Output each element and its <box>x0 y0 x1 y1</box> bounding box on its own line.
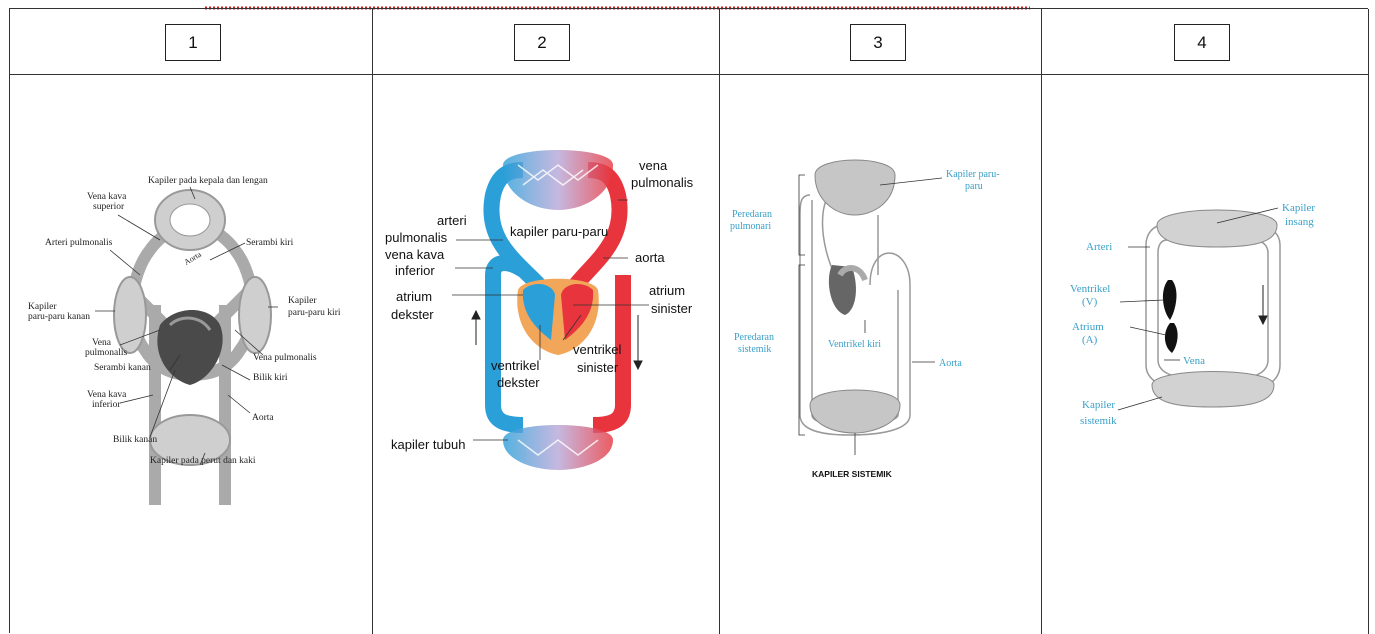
label-peredaran-pulmonari-1: Peredaran <box>732 209 772 220</box>
capillary-lung-left <box>239 277 271 353</box>
label-peredaran-sistemik-1: Peredaran <box>734 332 774 343</box>
label-ventrikel-dekster-1: ventrikel <box>491 358 540 373</box>
label-vena: Vena <box>1183 355 1205 367</box>
label-atrium-sinister-1: atrium <box>649 283 685 298</box>
systemic-capillary-network <box>810 390 900 433</box>
label-vena-kava-superior-2: superior <box>93 202 125 212</box>
label-bilik-kanan: Bilik kanan <box>113 435 157 445</box>
label-atrium-1: Atrium <box>1072 321 1104 333</box>
label-aorta-bottom: Aorta <box>252 413 274 423</box>
label-arteri: Arteri <box>1086 241 1112 253</box>
panel-4-number: 4 <box>1174 24 1230 61</box>
label-ventrikel-kiri: Ventrikel kiri <box>828 339 881 350</box>
gill-capillary-network <box>1157 210 1277 247</box>
panel-1-number: 1 <box>165 24 221 61</box>
label-kapiler-paru: kapiler paru-paru <box>510 224 608 239</box>
label-aorta: aorta <box>635 250 665 265</box>
panel-2-header: 2 <box>373 9 719 75</box>
label-ventrikel-1: Ventrikel <box>1070 283 1110 295</box>
panel-4: 4 Kapiler <box>1042 9 1369 634</box>
label-vena-kava-inferior-1: Vena kava <box>87 390 127 400</box>
panel-4-header: 4 <box>1042 9 1368 75</box>
label-atrium-dekster-2: dekster <box>391 307 434 322</box>
label-kapiler-paru-1: Kapiler paru- <box>946 169 1000 180</box>
label-serambi-kiri: Serambi kiri <box>246 238 294 248</box>
label-kapiler-tubuh: kapiler tubuh <box>391 437 465 452</box>
label-ventrikel-2: (V) <box>1082 296 1098 308</box>
label-vena-kava-inferior-2: inferior <box>395 263 435 278</box>
panel-3-header: 3 <box>720 9 1041 75</box>
label-atrium-dekster-1: atrium <box>396 289 432 304</box>
label-ventrikel-sinister-1: ventrikel <box>573 342 622 357</box>
label-arteri-pulmonalis-2: pulmonalis <box>385 230 448 245</box>
label-vena-pulmonalis-2: pulmonalis <box>631 175 694 190</box>
label-kapiler-kepala: Kapiler pada kepala dan lengan <box>148 176 268 186</box>
label-arteri-pulmonalis-1: arteri <box>437 213 467 228</box>
panel-2: 2 <box>373 9 720 634</box>
label-vena-pulmonalis-left-1: Vena <box>92 338 112 348</box>
panel-3-diagram: Kapiler paru- paru Peredaran pulmonari P… <box>720 75 1041 633</box>
panel-3: 3 Kapiler paru- paru <box>720 9 1042 634</box>
panel-3-number: 3 <box>850 24 906 61</box>
label-kapiler-paru-kanan-1: Kapiler <box>28 302 57 312</box>
label-vena-kava-inferior-2: inferior <box>92 399 121 410</box>
label-ventrikel-dekster-2: dekster <box>497 375 540 390</box>
label-kapiler-sistemik: KAPILER SISTEMIK <box>812 469 893 479</box>
panel-4-flow-arrows <box>1259 285 1267 324</box>
label-kapiler-insang-1: Kapiler <box>1282 202 1315 214</box>
label-kapiler-paru-kiri-2: paru-paru kiri <box>288 308 341 318</box>
lung-capillary-bed <box>503 150 613 210</box>
panel-1: 1 <box>10 9 373 634</box>
fish-ventricle <box>1163 280 1177 320</box>
systemic-capillary-network <box>1152 372 1274 408</box>
label-arteri-pulmonalis: Arteri pulmonalis <box>45 238 113 248</box>
label-kapiler-sistemik-1: Kapiler <box>1082 399 1115 411</box>
label-peredaran-sistemik-2: sistemik <box>738 344 771 355</box>
label-bilik-kiri: Bilik kiri <box>253 373 288 383</box>
label-vena-pulmonalis-right: Vena pulmonalis <box>253 353 317 363</box>
label-vena-kava-inferior-1: vena kava <box>385 247 445 262</box>
leader-atrium <box>1130 327 1166 335</box>
lung-capillary-network <box>815 160 895 215</box>
capillary-head-inner <box>170 204 210 236</box>
label-kapiler-perut: Kapiler pada perut dan kaki <box>150 456 256 466</box>
panel-4-diagram: Kapiler insang Arteri Ventrikel (V) Atri… <box>1042 75 1368 633</box>
label-aorta: Aorta <box>939 358 962 369</box>
panel-1-header: 1 <box>10 9 372 75</box>
label-kapiler-paru-kanan-2: paru-paru kanan <box>28 312 90 322</box>
label-atrium-2: (A) <box>1082 334 1098 346</box>
label-ventrikel-sinister-2: sinister <box>577 360 619 375</box>
panel-2-diagram: vena pulmonalis arteri pulmonalis kapile… <box>373 75 719 633</box>
label-serambi-kanan: Serambi kanan <box>94 363 151 373</box>
label-aorta-top: Aorta <box>183 250 204 267</box>
label-vena-pulmonalis-1: vena <box>639 158 668 173</box>
cropped-red-heading <box>0 0 1375 8</box>
label-kapiler-sistemik-2: sistemik <box>1080 415 1117 427</box>
diagram-table: 1 <box>9 8 1368 633</box>
label-atrium-sinister-2: sinister <box>651 301 693 316</box>
label-vena-kava-superior-1: Vena kava <box>87 192 127 202</box>
label-vena-pulmonalis-left-2: pulmonalis <box>85 348 128 358</box>
label-kapiler-paru-kiri-1: Kapiler <box>288 296 317 306</box>
panel-2-number: 2 <box>514 24 570 61</box>
label-kapiler-insang-2: insang <box>1285 216 1314 228</box>
label-peredaran-pulmonari-2: pulmonari <box>730 221 771 232</box>
leader-kapiler-sistemik <box>1118 397 1162 410</box>
fish-atrium <box>1165 323 1178 353</box>
panel-1-diagram: Kapiler pada kepala dan lengan Vena kava… <box>10 75 372 633</box>
body-capillary-bed <box>503 425 613 470</box>
label-kapiler-paru-2: paru <box>965 181 983 192</box>
